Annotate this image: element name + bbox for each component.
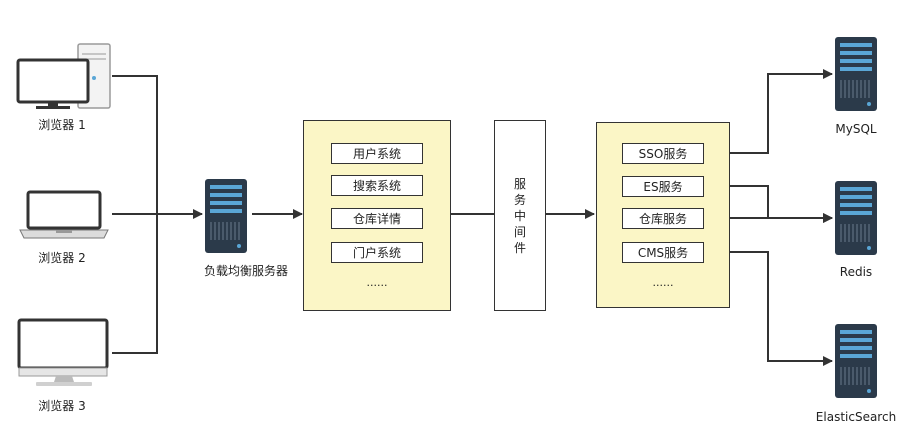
service-item-sso: SSO服务 bbox=[622, 143, 704, 164]
server-icon bbox=[835, 324, 877, 398]
service-item-warehouse: 仓库服务 bbox=[622, 208, 704, 229]
redis-server bbox=[834, 180, 878, 256]
server-icon bbox=[835, 37, 877, 111]
client-1 bbox=[16, 42, 114, 112]
client-3-label: 浏览器 3 bbox=[38, 399, 86, 413]
client-2-label: 浏览器 2 bbox=[38, 251, 86, 265]
middleware-char: 务 bbox=[513, 193, 526, 207]
imac-icon bbox=[17, 318, 109, 386]
app-item-user-system: 用户系统 bbox=[331, 143, 423, 164]
app-item-warehouse-detail: 仓库详情 bbox=[331, 208, 423, 229]
client-2 bbox=[16, 190, 112, 240]
load-balancer-label: 负载均衡服务器 bbox=[203, 264, 288, 278]
app-item-portal-system: 门户系统 bbox=[331, 242, 423, 263]
service-panel-ellipsis: ...... bbox=[652, 276, 674, 289]
mysql-server bbox=[834, 36, 878, 112]
client1-connector bbox=[112, 75, 158, 214]
client-1-label: 浏览器 1 bbox=[38, 118, 86, 132]
elasticsearch-label: ElasticSearch bbox=[815, 410, 897, 424]
cms-to-es-arrow bbox=[704, 251, 833, 366]
server-icon bbox=[205, 179, 247, 253]
service-item-cms: CMS服务 bbox=[622, 242, 704, 263]
client-3 bbox=[16, 318, 112, 390]
client3-connector bbox=[112, 214, 158, 354]
laptop-icon bbox=[19, 190, 109, 239]
redis-label: Redis bbox=[839, 265, 873, 279]
middleware-char: 中 bbox=[513, 209, 526, 223]
service-item-es: ES服务 bbox=[622, 176, 704, 197]
server-icon bbox=[835, 181, 877, 255]
middleware-char: 服 bbox=[513, 177, 526, 191]
elasticsearch-server bbox=[834, 323, 878, 399]
middleware-char: 件 bbox=[513, 241, 526, 255]
load-balancer-server bbox=[204, 178, 248, 254]
app-item-search-system: 搜索系统 bbox=[331, 175, 423, 196]
sso-to-mysql-arrow bbox=[704, 69, 833, 154]
mysql-label: MySQL bbox=[835, 122, 877, 136]
desktop-tower-icon bbox=[16, 43, 111, 109]
middleware-label: 服 务 中 间 件 bbox=[512, 176, 528, 256]
middleware-box bbox=[494, 120, 546, 311]
middleware-char: 间 bbox=[513, 225, 526, 239]
app-panel-ellipsis: ...... bbox=[366, 276, 388, 289]
